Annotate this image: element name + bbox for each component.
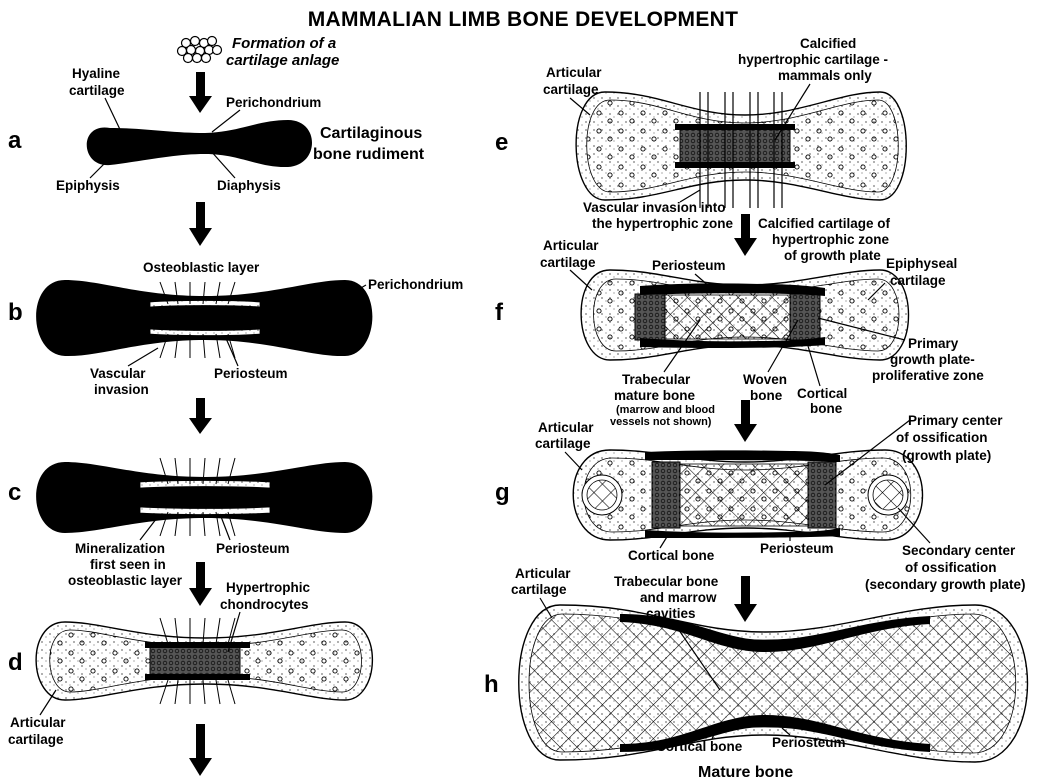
step-letter-f: f [495, 299, 504, 326]
primary-center-label: Primary center of ossification (growth p… [896, 413, 1006, 463]
step-letter-c: c [8, 479, 21, 506]
articular-label-g: Articular cartilage [535, 420, 597, 451]
mature-bone-label: Mature bone [698, 764, 793, 781]
step-letter-d: d [8, 649, 23, 676]
step-letter-e: e [495, 129, 508, 156]
step-letter-g: g [495, 479, 510, 506]
bone-shape-c [36, 458, 372, 536]
vascular-invasion-label-b: Vascular invasion [90, 366, 149, 397]
arrow-down-icon [734, 214, 757, 256]
periosteum-label-g: Periosteum [760, 541, 834, 556]
trabecular-label-f: Trabecular mature bone [614, 372, 696, 403]
cortical-label-h: Cortical bone [656, 739, 743, 754]
articular-label-e: Articular cartilage [543, 65, 605, 97]
perichondrium-label-b: Perichondrium [368, 277, 463, 292]
diagram-title: MAMMALIAN LIMB BONE DEVELOPMENT [308, 8, 738, 31]
periosteum-label-f: Periosteum [652, 258, 726, 273]
articular-label-f: Articular cartilage [540, 238, 602, 270]
bone-shape-f [581, 270, 908, 360]
cortical-label-f: Cortical bone [797, 386, 851, 416]
woven-label: Woven bone [743, 372, 791, 403]
bone-shape-b [36, 280, 372, 358]
arrow-down-icon [734, 576, 757, 622]
perichondrium-label-a: Perichondrium [226, 95, 321, 110]
step-letter-h: h [484, 671, 499, 698]
arrow-down-icon [189, 724, 212, 776]
periosteum-label-b: Periosteum [214, 366, 288, 381]
articular-label-h: Articular cartilage [511, 566, 574, 597]
hyaline-label: Hyaline cartilage [69, 66, 125, 98]
bone-shape-g [573, 450, 922, 540]
formation-label: Formation of a cartilage anlage [226, 35, 340, 69]
cortical-label-g: Cortical bone [628, 548, 715, 563]
hypertrophic-label: Hypertrophic chondrocytes [220, 580, 314, 612]
calcified-zone-label-f: Calcified cartilage of hypertrophic zone… [758, 216, 894, 263]
step-letter-b: b [8, 299, 23, 326]
vascular-label-e: Vascular invasion into the hypertrophic … [583, 200, 734, 231]
step-letter-a: a [8, 127, 22, 154]
arrow-down-icon [189, 398, 212, 434]
epiphyseal-label: Epiphyseal cartilage [886, 256, 961, 288]
periosteum-label-h: Periosteum [772, 735, 846, 750]
osteoblastic-label: Osteoblastic layer [143, 260, 260, 275]
diaphysis-label: Diaphysis [217, 178, 281, 193]
cell-cluster-icon [178, 37, 222, 63]
trabecular-note: (marrow and blood vessels not shown) [610, 404, 718, 428]
rudiment-label: Cartilaginous bone rudiment [313, 125, 427, 163]
bone-shape-d [36, 618, 372, 704]
bone-shape-e [576, 92, 906, 208]
epiphysis-label: Epiphysis [56, 178, 120, 193]
periosteum-label-c: Periosteum [216, 541, 290, 556]
arrow-down-icon [189, 202, 212, 246]
calcified-label-e: Calcified hypertrophic cartilage - mamma… [738, 36, 892, 83]
arrow-down-icon [189, 562, 212, 606]
secondary-center-label: Secondary center of ossification (second… [865, 543, 1026, 592]
articular-label-d: Articular cartilage [8, 715, 69, 747]
arrow-down-icon [734, 400, 757, 442]
mineralization-label: Mineralization first seen in osteoblasti… [68, 541, 183, 588]
arrow-down-icon [189, 72, 212, 113]
bone-shape-a [87, 120, 312, 167]
